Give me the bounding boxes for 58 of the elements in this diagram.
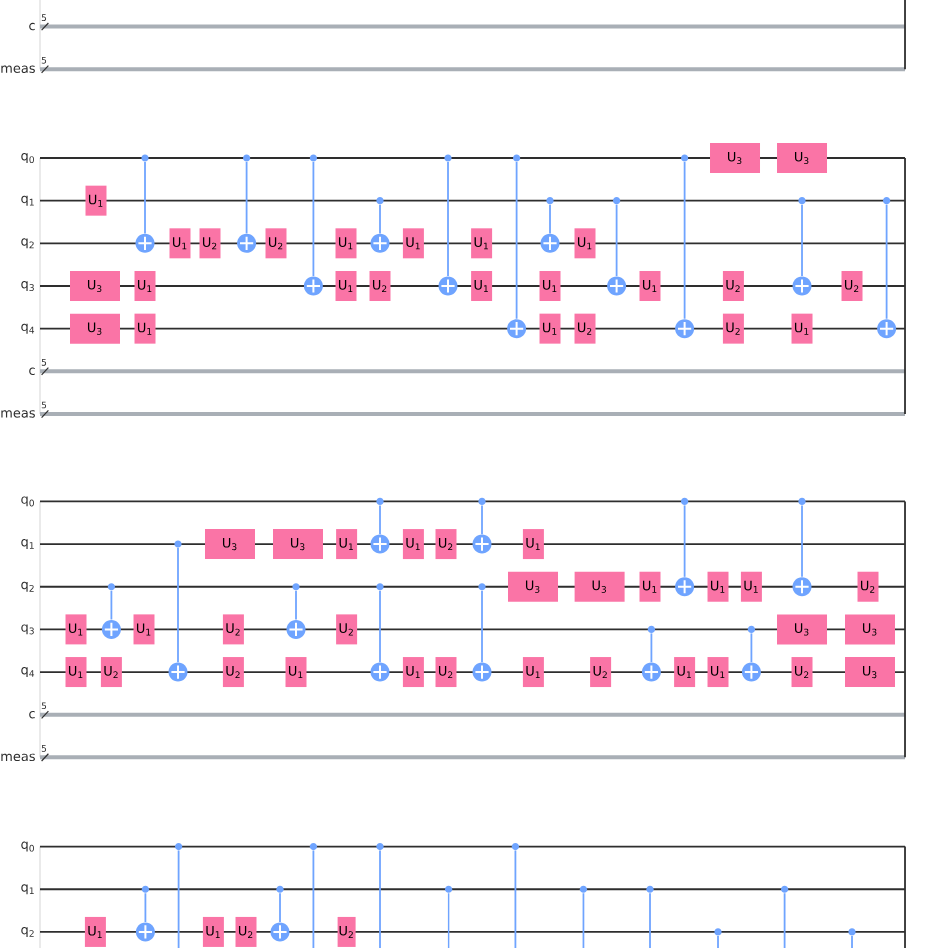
control-line [144,161,146,235]
control-line [801,203,803,277]
control-line [481,589,483,664]
control-line [447,892,450,948]
control-line [801,504,803,578]
control-line [379,589,381,664]
control-line [481,504,483,536]
target-circle [792,577,812,597]
target-circle [540,233,560,253]
control-line [549,203,551,235]
target-circle [303,276,323,296]
control-line [885,203,888,320]
control-line [750,632,753,664]
control-line [379,203,381,235]
target-circle [607,276,627,296]
control-line [515,161,518,320]
control-line [447,161,449,277]
target-circle [877,319,897,339]
control-line [295,589,297,621]
control-line [279,892,281,923]
control-line [177,849,180,948]
control-line [144,892,147,923]
target-circle [472,534,492,554]
control-line [110,589,113,621]
control-line [379,504,381,536]
target-circle [675,577,695,597]
control-line [582,892,585,948]
target-circle [370,534,390,554]
target-circle [135,922,155,942]
control-line [379,849,381,948]
target-circle [270,922,290,942]
target-circle [286,619,306,639]
target-circle [741,662,761,682]
control-line [514,849,517,948]
target-circle [370,233,390,253]
target-circle [675,319,695,339]
control-line [683,504,686,578]
target-circle [792,276,812,296]
control-line [851,935,853,948]
control-line [683,161,686,320]
target-circle [438,276,458,296]
target-circle [101,619,121,639]
control-line [245,161,248,235]
target-circle [507,319,527,339]
control-line [783,892,786,948]
target-circle [237,233,257,253]
target-circle [135,233,155,253]
control-line [615,203,618,277]
control-line [650,632,653,664]
control-line [312,161,315,277]
target-circle [472,662,492,682]
control-line [312,849,315,948]
control-line [177,547,179,664]
control-line [649,892,651,948]
target-circle [370,662,390,682]
target-circle [641,662,661,682]
control-line [717,935,719,948]
target-circle [168,662,188,682]
